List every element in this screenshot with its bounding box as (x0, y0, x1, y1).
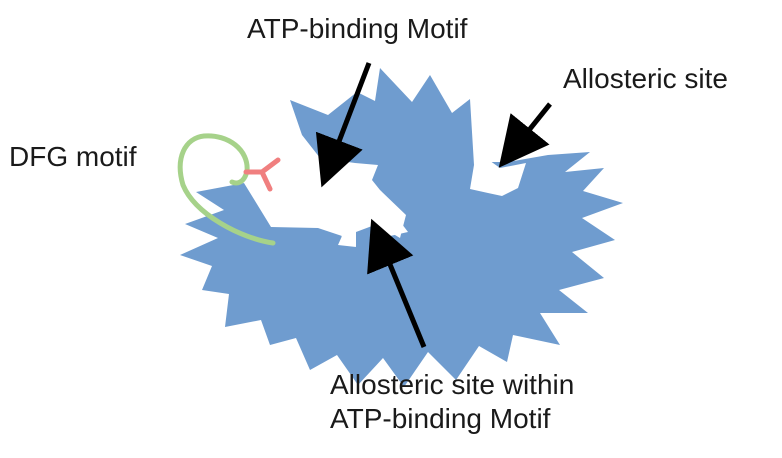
label-allosteric-within-atp: Allosteric site within ATP-binding Motif (330, 368, 574, 435)
dfg-tip-mark (243, 157, 281, 192)
arrow-atp-binding-motif (315, 62, 372, 188)
label-allosteric-within-line2: ATP-binding Motif (330, 402, 551, 434)
arrow-allosteric-site (498, 102, 552, 168)
dfg-loop (177, 133, 276, 246)
label-allosteric-site: Allosteric site (563, 63, 728, 94)
arrow-allosteric-within-atp (367, 218, 427, 348)
label-allosteric-within-line1: Allosteric site within (330, 369, 575, 400)
protein-body (180, 68, 623, 387)
label-dfg-motif: DFG motif (9, 141, 137, 172)
label-atp-binding-motif: ATP-binding Motif (247, 13, 468, 44)
